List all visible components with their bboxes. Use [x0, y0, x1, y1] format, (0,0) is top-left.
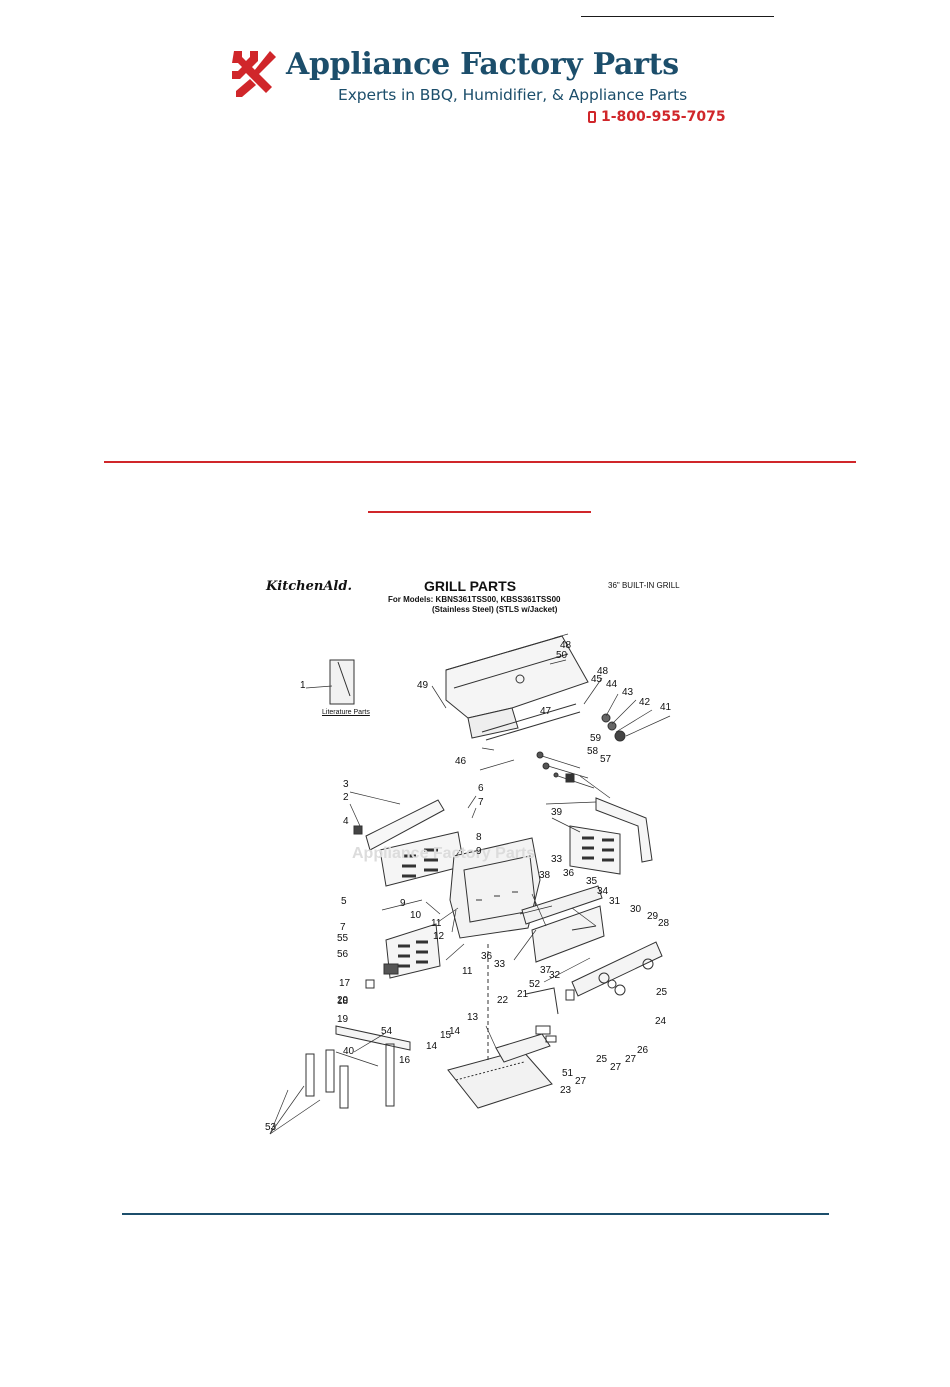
callout-label: 30: [630, 904, 642, 915]
callout-label: 36: [481, 951, 493, 962]
callout-label: 8: [476, 832, 482, 843]
callout-label: 57: [600, 754, 612, 765]
callout-label: 55: [337, 933, 349, 944]
callout-label: 54: [381, 1026, 393, 1037]
exploded-view-drawing: Appliance Factory Parts: [269, 633, 671, 1135]
short-red-rule: [368, 511, 591, 513]
callout-label: 15: [440, 1030, 452, 1041]
grill-parts-diagram: Appliance Factory Parts KitchenAld. GRIL…: [250, 570, 713, 1140]
header-top-rule: [581, 16, 774, 17]
wrench-screwdriver-icon: [232, 51, 276, 97]
literature-parts-label: Literature Parts: [322, 709, 370, 716]
callout-label: 51: [562, 1068, 574, 1079]
callout-label: 43: [622, 687, 634, 698]
callout-label: 29: [647, 911, 659, 922]
callout-label: 14: [426, 1041, 438, 1052]
callout-label: 22: [497, 995, 509, 1006]
kitchenaid-logo: KitchenAld.: [266, 579, 352, 594]
callout-label: 7: [340, 922, 346, 933]
callout-label: 47: [540, 706, 552, 717]
callout-label: 24: [655, 1016, 667, 1027]
callout-label: 42: [639, 697, 651, 708]
brand-name: Appliance Factory Parts: [286, 47, 679, 82]
models-line: For Models: KBNS361TSS00, KBSS361TSS00: [388, 595, 561, 604]
callout-label: 2: [343, 792, 349, 803]
callout-label: 34: [597, 886, 609, 897]
callout-label: 48: [560, 640, 572, 651]
callout-label: 37: [540, 965, 552, 976]
callout-label: 17: [339, 978, 351, 989]
callout-label: 45: [591, 674, 603, 685]
callout-label: 11: [462, 966, 473, 977]
callout-label: 36: [563, 868, 575, 879]
callout-label: 27: [575, 1076, 587, 1087]
callout-label: 56: [337, 949, 349, 960]
callout-label: 5: [341, 896, 347, 907]
callout-label: 27: [625, 1054, 637, 1065]
svg-text:Appliance Factory Parts: Appliance Factory Parts: [352, 845, 535, 862]
tagline: Experts in BBQ, Humidifier, & Appliance …: [338, 86, 688, 104]
callout-label: 33: [551, 854, 563, 865]
callout-label: 3: [343, 779, 349, 790]
callout-label: 25: [656, 987, 668, 998]
section-divider-red: [104, 461, 856, 463]
mobile-phone-icon: [588, 111, 596, 123]
callout-label: 9: [476, 846, 482, 857]
callout-label: 9: [400, 898, 406, 909]
callout-label: 1: [300, 680, 306, 691]
callout-label: 23: [560, 1085, 572, 1096]
callout-label: 11: [431, 918, 442, 929]
callout-label: 28: [658, 918, 670, 929]
callout-label: 10: [410, 910, 422, 921]
callout-label: 46: [455, 756, 467, 767]
grill-type: 36" BUILT-IN GRILL: [608, 581, 680, 590]
callout-label: 4: [343, 816, 349, 827]
callout-label: 27: [610, 1062, 622, 1073]
callout-label: 32: [549, 970, 561, 981]
callout-label: 21: [517, 989, 529, 1000]
callout-label: 6: [478, 783, 484, 794]
callout-label: 18: [337, 996, 349, 1007]
callout-label: 31: [609, 896, 621, 907]
callout-label: 19: [337, 1014, 349, 1025]
callout-label: 14: [449, 1026, 461, 1037]
callout-label: 48: [597, 666, 609, 677]
callout-label: 13: [467, 1012, 479, 1023]
footer-rule: [122, 1213, 829, 1215]
callout-label: 50: [556, 650, 568, 661]
phone-number[interactable]: 1-800-955-7075: [588, 109, 726, 125]
callout-label: 35: [586, 876, 598, 887]
diagram-title: GRILL PARTS: [424, 578, 517, 594]
callout-label: 41: [660, 702, 672, 713]
callout-label: 49: [417, 680, 429, 691]
callout-label: 44: [606, 679, 618, 690]
variants-line: (Stainless Steel) (STLS w/Jacket): [432, 605, 558, 614]
phone-text: 1-800-955-7075: [601, 109, 726, 125]
callout-label: 7: [478, 797, 484, 808]
callout-label: 16: [399, 1055, 411, 1066]
callout-label: 26: [637, 1045, 649, 1056]
callout-label: 38: [539, 870, 551, 881]
callout-label: 59: [590, 733, 602, 744]
callout-label: 39: [551, 807, 563, 818]
logo-block[interactable]: Appliance Factory Parts Experts in BBQ, …: [228, 45, 728, 130]
callout-label: 33: [494, 959, 506, 970]
callout-label: 58: [587, 746, 599, 757]
callout-label: 40: [343, 1046, 355, 1057]
callout-label: 12: [433, 931, 445, 942]
callout-label: 53: [265, 1122, 277, 1133]
callout-label: 25: [596, 1054, 608, 1065]
callout-label: 52: [529, 979, 541, 990]
callout-label: 20: [337, 995, 349, 1006]
